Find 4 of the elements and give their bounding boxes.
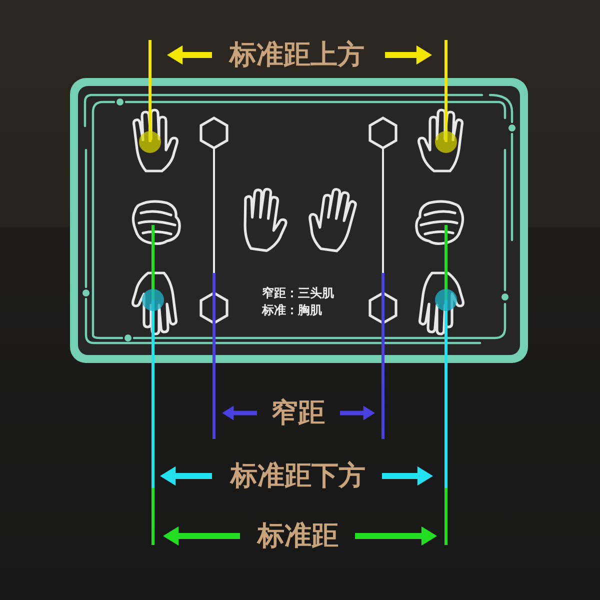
dimension-label: 标准距上方 — [230, 42, 364, 68]
dimension-label: 标准距下方 — [230, 462, 366, 490]
dimension-label: 标准距 — [258, 522, 338, 550]
dimension-label: 窄距 — [271, 400, 325, 426]
